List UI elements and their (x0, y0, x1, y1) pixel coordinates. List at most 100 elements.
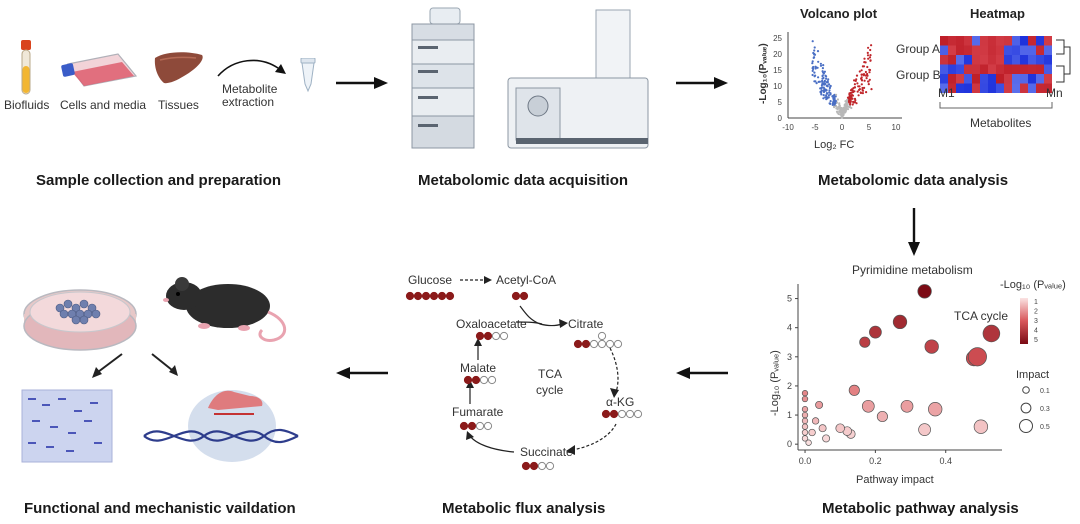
heatmap-cell (1004, 64, 1012, 74)
heatmap-cell (964, 74, 972, 84)
size-legend-circle (1022, 386, 1030, 394)
volcano-point (866, 54, 870, 57)
petri-dish-icon (23, 289, 137, 351)
pathway-point (801, 429, 809, 436)
volcano-point (827, 94, 830, 97)
volcano-x-tick: 10 (892, 123, 901, 132)
volcano-point (826, 80, 829, 83)
lc-ms-instrument-icon (411, 7, 649, 149)
volcano-point (854, 99, 857, 102)
carbon-circle (633, 409, 643, 419)
heatmap-cell (940, 55, 948, 65)
heatmap-cell (1012, 83, 1020, 93)
heatmap-cell (956, 64, 964, 74)
heatmap-cell (996, 64, 1004, 74)
heatmap-cell (1020, 36, 1028, 46)
volcano-point (813, 71, 816, 74)
heatmap-cell (940, 64, 948, 74)
volcano-point (869, 48, 872, 52)
volcano-point (864, 70, 867, 74)
heatmap-cell (956, 83, 964, 93)
pathway-point (918, 423, 931, 436)
heatmap-cell (1020, 64, 1028, 74)
volcano-point (866, 74, 869, 77)
volcano-point (834, 102, 837, 105)
volcano-point (869, 54, 872, 57)
volcano-point (868, 71, 871, 74)
heatmap-cell (972, 83, 980, 93)
heatmap-cell (1044, 64, 1052, 74)
pathway-point (861, 399, 875, 413)
volcano-point (849, 91, 852, 95)
heatmap-cell (948, 83, 956, 93)
volcano-point (855, 78, 858, 81)
biofluids-label: Biofluids (4, 98, 50, 112)
volcano-point (817, 60, 820, 63)
volcano-y-tick: 5 (778, 98, 783, 107)
carbon-circle (519, 291, 529, 301)
volcano-point (814, 80, 817, 83)
volcano-point (822, 90, 826, 94)
heatmap-cell (972, 74, 980, 84)
heatmap-cell (980, 36, 988, 46)
pathway-point (924, 339, 939, 354)
carbon-circle (421, 291, 431, 301)
volcano-point (857, 94, 860, 97)
pathway-y-tick-label: 4 (787, 323, 792, 333)
carbon-circle (475, 421, 485, 431)
carbon-circle (483, 331, 493, 341)
volcano-point (831, 102, 835, 105)
volcano-point (844, 109, 847, 112)
volcano-point (819, 62, 822, 65)
pathway-point (801, 406, 809, 413)
pathway-y-tick-label: 5 (787, 294, 792, 304)
size-legend-label: 0.3 (1040, 406, 1050, 413)
dna-crispr-icon (143, 390, 299, 462)
volcano-point (845, 106, 848, 109)
volcano-point (828, 89, 831, 92)
heatmap-cell (996, 83, 1004, 93)
volcano-point (814, 67, 817, 70)
heatmap-cell (956, 45, 964, 55)
heatmap-cell (1036, 36, 1044, 46)
volcano-point (811, 62, 814, 65)
cells-media-label: Cells and media (60, 98, 147, 112)
heatmap-cell (996, 36, 1004, 46)
volcano-point (860, 69, 863, 72)
heatmap-m1-label: M1 (938, 86, 955, 100)
carbon-circle (405, 291, 415, 301)
volcano-point (836, 111, 839, 114)
volcano-point (852, 100, 855, 103)
eppendorf-tube-icon (300, 58, 316, 93)
volcano-y-tick: 20 (773, 50, 782, 59)
volcano-point (817, 76, 820, 79)
volcano-point (821, 67, 824, 70)
volcano-point (834, 104, 838, 108)
color-legend-tick: 2 (1034, 309, 1038, 316)
volcano-point (853, 79, 856, 82)
heatmap-cell (988, 74, 996, 84)
volcano-point (813, 75, 816, 78)
heatmap-cell (1012, 45, 1020, 55)
stage-title-pathway: Metabolic pathway analysis (822, 500, 1019, 517)
volcano-point (833, 106, 836, 109)
heatmap-cell (1012, 55, 1020, 65)
volcano-point (868, 68, 871, 71)
carbon-circle (609, 409, 619, 419)
cell-culture-flask-icon (61, 53, 138, 87)
pathway-point (818, 424, 827, 433)
volcano-point (867, 83, 870, 86)
heatmap-cell (964, 64, 972, 74)
pathway-point (917, 284, 932, 299)
volcano-point (835, 93, 838, 96)
carbon-circle (483, 421, 493, 431)
pathway-point (892, 314, 908, 330)
color-legend-tick: 1 (1034, 299, 1038, 306)
blood-tube-icon (21, 40, 31, 95)
flux-oxaloacetate: Oxaloacetate (456, 317, 527, 331)
volcano-point (843, 103, 846, 106)
pathway-x-tick-label: 0.0 (799, 456, 812, 466)
volcano-point (860, 83, 863, 86)
volcano-point (860, 77, 863, 80)
